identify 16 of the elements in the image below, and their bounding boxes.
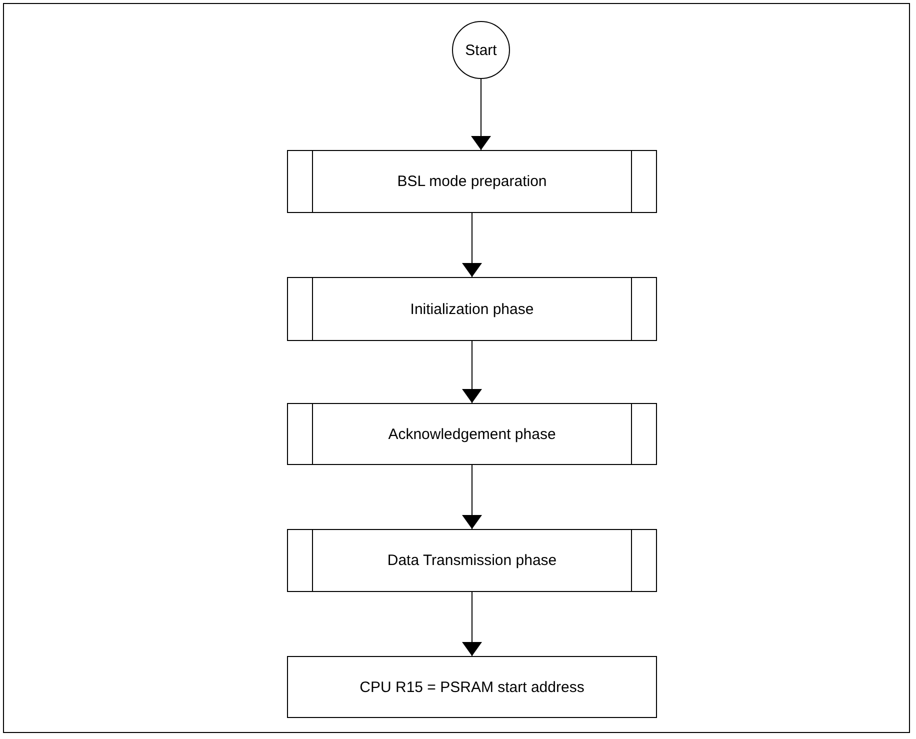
arrow	[465, 340, 479, 404]
subprocess-box	[287, 529, 657, 592]
node-label: Start	[465, 42, 497, 58]
subprocess-box	[287, 150, 657, 213]
node-label: CPU R15 = PSRAM start address	[360, 678, 584, 696]
subprocess-box	[287, 277, 657, 341]
node-label: Initialization phase	[410, 300, 534, 318]
subprocess-box	[287, 403, 657, 465]
arrow	[465, 592, 479, 656]
node-label: Acknowledgement phase	[388, 426, 556, 442]
process-box	[287, 656, 657, 718]
node-label: BSL mode preparation	[397, 173, 547, 190]
node-label: Data Transmission phase	[387, 552, 557, 569]
arrow	[474, 78, 488, 150]
arrow	[465, 464, 479, 530]
arrow	[465, 212, 479, 278]
